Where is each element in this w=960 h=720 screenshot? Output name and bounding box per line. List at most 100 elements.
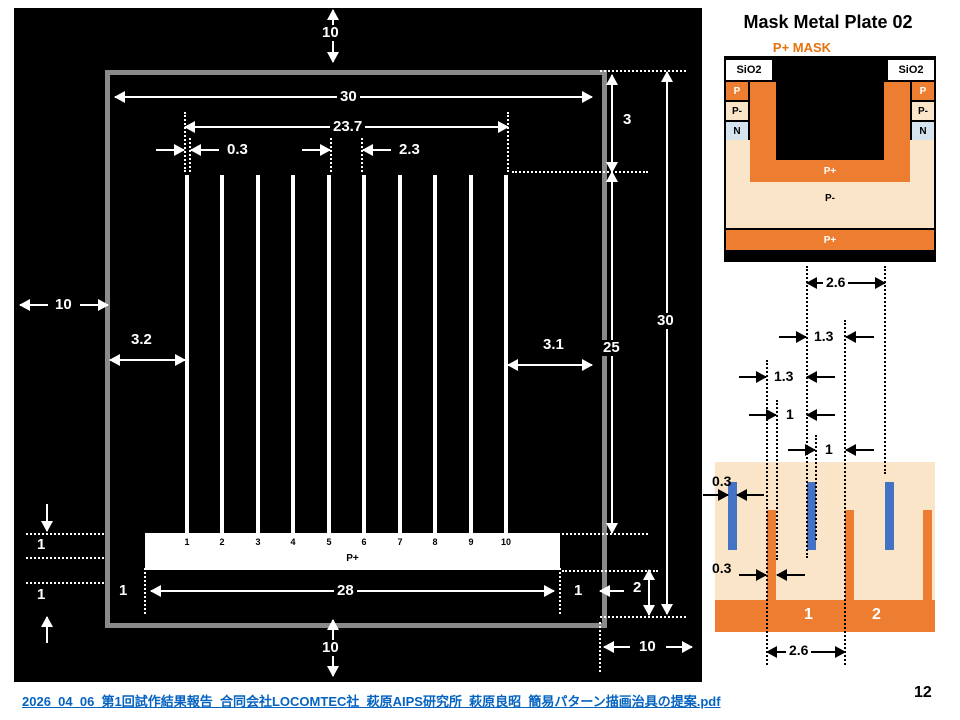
blue-pattern-bar [807,482,816,550]
dim-gap-a-label: 1 [786,406,794,422]
dim-offset-b-arrow-left [739,371,767,383]
dim-width-bottom-arrow-right [776,569,805,581]
pminus-layer-right: P- [912,102,934,120]
ext-line [599,622,601,672]
dim-width-bottom-label: 0.3 [712,560,732,576]
mask-stripe [220,175,224,533]
dim-left-inset-label: 3.2 [128,332,155,348]
ext-line [815,435,817,540]
ext-line [26,582,104,584]
ext-line [600,70,686,72]
dim-stripe-width-label: 0.3 [224,142,251,158]
sio2-layer-right: SiO2 [888,60,934,80]
pminus-layer-left: P- [726,102,748,120]
ext-line [184,112,186,172]
stripe-number: 7 [397,537,403,547]
pplus-substrate: P+ [726,230,934,250]
mask-stripe [433,175,437,533]
dim-stripe-gap-label: 2.3 [396,142,423,158]
comb-finger [767,510,776,600]
stripe-number: 6 [361,537,367,547]
ext-line [766,360,768,665]
pplus-bar-label: P+ [346,552,359,564]
dim-width-bottom-arrow-left [739,569,767,581]
dim-pattern-height-label: 25 [600,340,623,356]
dim-offset-a-label: 1.3 [814,328,834,344]
dim-left-inset-arrow [109,354,186,366]
dim-bottom-margin-label: 10 [319,640,342,656]
dim-gap-a-arrow-left [749,409,777,421]
comb-finger [845,510,854,600]
dim-gap-b-label: 1 [825,441,833,457]
mask-stripe [185,175,189,533]
dim-plate-height-label: 30 [654,313,677,329]
dim-corner-label: 10 [636,639,659,655]
n-layer-left: N [726,122,748,140]
pplus-well-bottom: P+ [750,160,910,182]
stripe-number: 2 [219,537,225,547]
ext-line [330,138,332,172]
dim-gap-b-arrow-right [845,444,874,456]
p-layer-left: P [726,82,748,100]
dim-bar-left-arrow-up [41,616,53,643]
pattern-number-2: 2 [872,606,881,623]
ext-line [600,616,686,618]
dim-top-inset-arrow [606,74,618,173]
dim-left-margin-label: 10 [52,297,75,313]
dim-gap-a-arrow-right [806,409,835,421]
dim-stripe-width-arrow-left [156,144,185,156]
dim-left-margin-arrow-right [80,299,109,311]
dim-top-margin-label: 10 [319,25,342,41]
dim-stripe-width-arrow-right [190,144,219,156]
dim-offset-b-arrow-right [806,371,835,383]
stripe-number: 1 [184,537,190,547]
dim-bottom-inset-arrow [643,569,655,616]
dim-edge-pointer-arrow [599,585,624,597]
comb-base-bar [715,600,935,632]
ext-line [844,320,846,665]
dim-bar-inner-left-label: 1 [116,583,131,599]
page-title: Mask Metal Plate 02 [743,12,913,32]
dim-gap-b-arrow-left [788,444,816,456]
dim-bottom-inset-label: 2 [630,580,645,596]
stripe-number: 9 [468,537,474,547]
p-layer-right: P [912,82,934,100]
trench-region [776,82,884,160]
blue-pattern-bar [885,482,894,550]
dim-offset-a-arrow-right [845,331,874,343]
ext-line [559,568,561,614]
dim-bar-width-label: 28 [334,583,357,599]
dim-pitch-bottom-label: 2.6 [786,643,812,658]
dim-stripe-gap-arrow-left [302,144,331,156]
stripe-number: 5 [326,537,332,547]
ext-line [562,533,648,535]
dim-corner-arrow-left [603,641,630,653]
dim-left-margin-arrow-left [19,299,48,311]
dim-width-top-arrow-right [736,489,764,501]
ext-line [144,568,146,614]
dim-offset-b-label: 1.3 [774,368,794,384]
blue-pattern-bar [728,482,737,550]
ext-line [512,171,648,173]
dim-bar-left-b-label: 1 [34,587,49,603]
dim-bar-left-a-label: 1 [34,537,49,553]
source-file-link[interactable]: 2026_04_06_第1回試作結果報告_合同会社LOCOMTEC社_萩原AIP… [22,694,721,709]
mask-stripe [291,175,295,533]
ext-line [26,557,104,559]
dim-plate-height-arrow [661,71,673,615]
dim-width-top-label: 0.3 [712,473,732,489]
dim-top-inset-label: 3 [620,112,635,128]
mask-stripe [327,175,331,533]
dim-pattern-span-label: 23.7 [330,119,366,135]
mask-stripe [469,175,473,533]
dim-bar-left-arrow-down [41,504,53,532]
pminus-body-label: P- [825,192,835,204]
stripe-number: 8 [432,537,438,547]
dim-stripe-gap-arrow-right [362,144,391,156]
n-layer-right: N [912,122,934,140]
dim-right-inset-label: 3.1 [540,337,567,353]
dim-offset-a-arrow-left [779,331,807,343]
mask-stripe [362,175,366,533]
pattern-number-1: 1 [804,606,813,623]
